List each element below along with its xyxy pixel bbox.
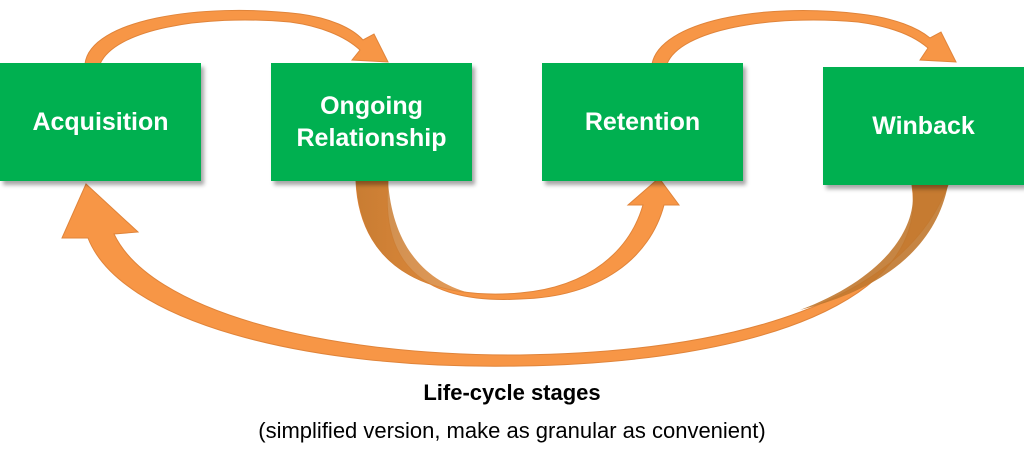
caption-subtitle: (simplified version, make as granular as… [258,418,766,443]
arrow-acquisition-to-ongoing [84,9,389,65]
stage-box-ongoing-relationship: Ongoing Relationship [271,63,472,181]
stage-label-winback: Winback [872,112,975,140]
stage-label-retention: Retention [584,108,701,136]
stage-box-winback: Winback [823,67,1024,185]
stage-box-acquisition: Acquisition [0,63,201,181]
stage-label-acquisition: Acquisition [32,108,169,136]
caption-title: Life-cycle stages [423,380,601,405]
stage-label-ongoing-relationship: Ongoing Relationship [296,92,447,152]
arrow-winback-to-acquisition [61,183,949,367]
arrow-retention-to-winback [651,10,957,65]
stage-box-retention: Retention [542,63,743,181]
arrow-ongoing-to-retention [355,177,680,300]
